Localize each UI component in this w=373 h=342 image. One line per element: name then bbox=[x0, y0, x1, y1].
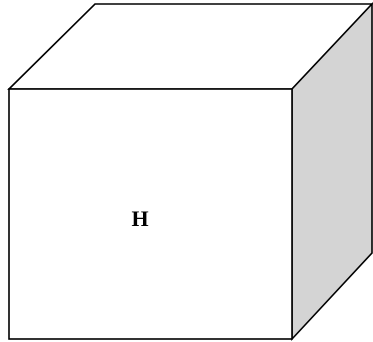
cube-front-face bbox=[8, 88, 293, 340]
front-face-label: H bbox=[131, 206, 148, 231]
